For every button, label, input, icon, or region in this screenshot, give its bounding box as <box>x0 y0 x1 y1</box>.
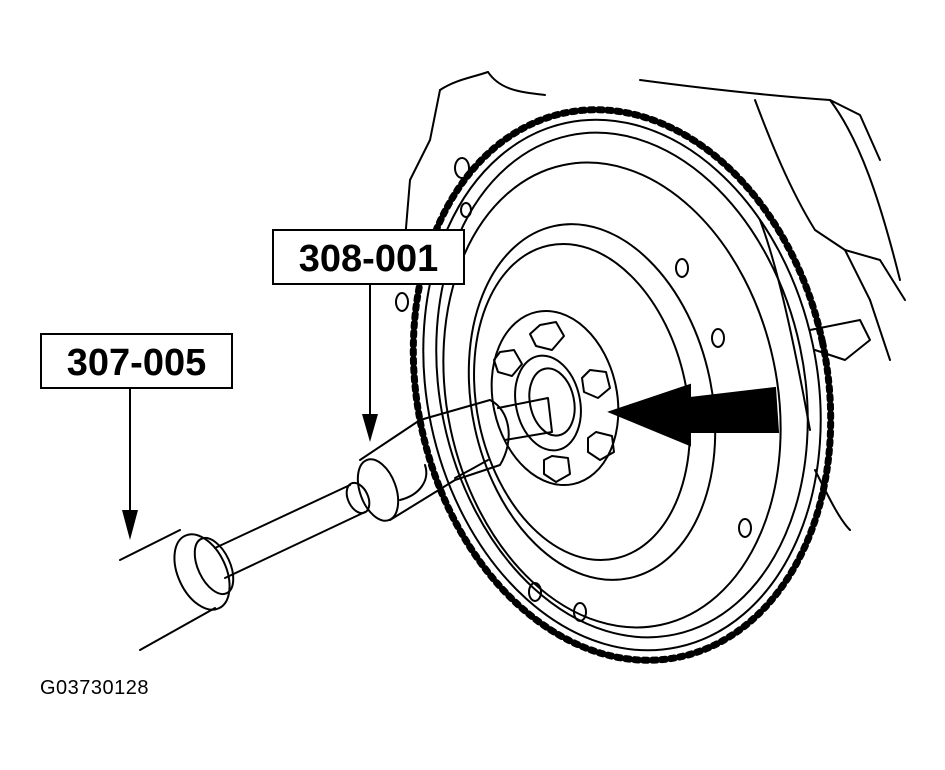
flywheel-face <box>395 157 782 629</box>
removal-direction-arrow <box>607 383 780 447</box>
figure-code: G03730128 <box>40 677 150 699</box>
flywheel-ring-gear <box>409 106 835 664</box>
tool-308-001 <box>356 397 553 522</box>
crankshaft-hub <box>490 309 620 487</box>
tool-307-005 <box>119 481 371 651</box>
leader-307-arrowhead <box>122 510 138 540</box>
leader-308-arrowhead <box>362 414 378 442</box>
callout-307-005: 307-005 <box>40 333 233 389</box>
callout-308-001: 308-001 <box>272 229 465 285</box>
engine-block-outline <box>404 71 906 531</box>
